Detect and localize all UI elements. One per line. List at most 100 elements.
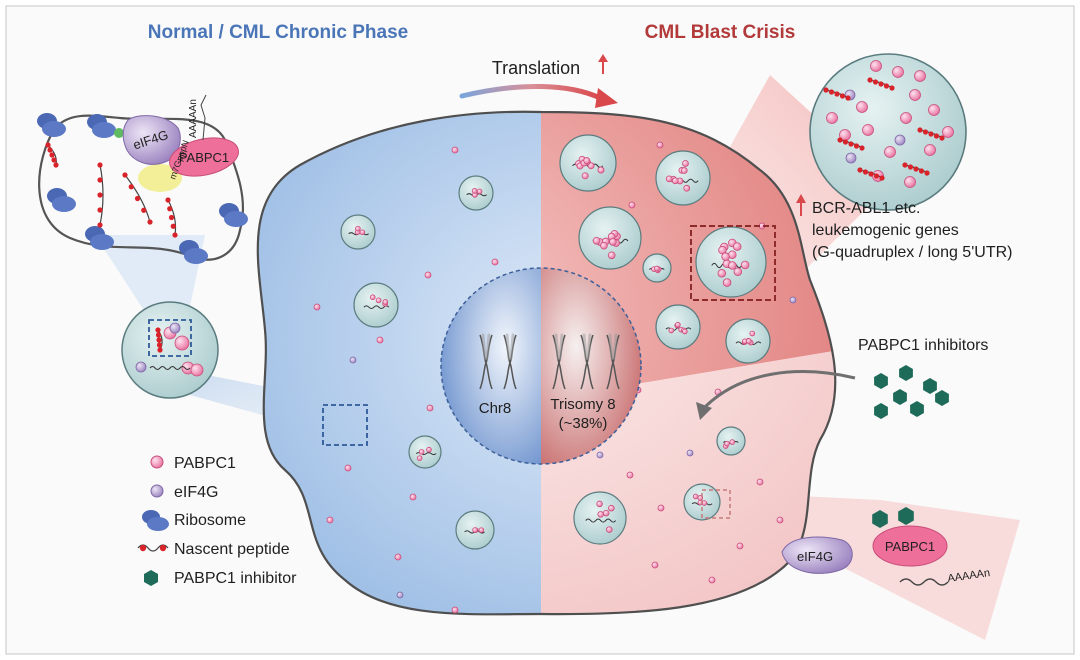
pabpc1-dot <box>424 271 432 279</box>
granule <box>408 435 442 469</box>
pabpc1-dot <box>478 527 485 533</box>
eif4g-dot <box>789 296 797 304</box>
pabpc1-dot <box>671 177 679 185</box>
legend-label: PABPC1 <box>174 455 236 472</box>
eif4g-protein <box>122 115 181 165</box>
chr8-label: Chr8 <box>479 400 512 417</box>
ribosome-icon <box>85 226 114 250</box>
ribosome-icon <box>37 113 66 137</box>
pabpc1-dot <box>654 265 660 272</box>
nucleus: Chr8 Trisomy 8 (~38%) <box>440 267 642 465</box>
inhibitors-label: PABPC1 inhibitors <box>858 337 988 354</box>
chromosome <box>552 333 566 390</box>
pabpc1-dot <box>150 455 164 469</box>
eif4g-dot <box>150 484 164 498</box>
pabpc1-dot <box>344 464 352 472</box>
hexagon-icon <box>923 378 937 394</box>
pabpc1-dot <box>746 338 752 344</box>
nascent-peptide <box>97 162 104 228</box>
eif4g-free-protein <box>781 536 853 574</box>
mrna-strand <box>149 366 191 370</box>
pabpc1-dot <box>900 112 912 124</box>
granule <box>695 226 767 298</box>
left-header: Normal / CML Chronic Phase <box>148 22 408 43</box>
pabpc1-dot <box>471 188 478 194</box>
nascent-peptide <box>45 142 59 168</box>
mrna-strand <box>363 305 390 310</box>
nucleus-half-normal <box>441 268 541 464</box>
ribosome-icon <box>219 203 248 227</box>
pabpc1-dot <box>656 141 664 149</box>
granule <box>340 214 376 250</box>
nascent-peptide <box>165 197 178 238</box>
pabpc1-inhibitors-group: PABPC1 inhibitors <box>696 337 988 420</box>
selection-box-right <box>690 225 776 301</box>
eif4g-dot <box>894 134 906 146</box>
chromosome <box>479 333 493 390</box>
pabpc1-dot <box>626 471 634 479</box>
nascent-peptide <box>867 77 895 91</box>
pabpc1-dot <box>426 404 434 412</box>
bound-inhibitors <box>872 507 914 528</box>
eif4g-dot <box>169 322 181 334</box>
pabpc1-dot <box>596 500 603 508</box>
pabpc1-dot <box>597 166 605 174</box>
granule <box>578 206 642 270</box>
nascent-peptide <box>917 127 945 141</box>
pabpc1-dot <box>914 70 926 82</box>
pabpc1-dot <box>592 236 601 245</box>
legend-item: PABPC1 <box>150 455 236 472</box>
pabpc1-dot <box>776 516 784 524</box>
chromosomes <box>479 333 620 390</box>
nascent-peptide <box>837 137 865 151</box>
legend-item: PABPC1 inhibitor <box>144 570 297 587</box>
granule <box>559 134 617 192</box>
granule <box>655 304 701 350</box>
pabpc1-dot <box>722 278 732 287</box>
ribosome-icon <box>179 240 208 264</box>
pabpc1-dot <box>682 328 688 335</box>
translation-label: Translation <box>492 58 580 78</box>
pabpc1-dot <box>862 124 874 136</box>
nucleus-envelope <box>440 267 642 465</box>
pabpc1-dot <box>355 225 361 232</box>
pabpc1-dot <box>190 363 204 377</box>
hexagon-icon <box>874 373 888 389</box>
callout-line-1: BCR-ABL1 etc. <box>812 200 920 217</box>
inhibitor-hexagons <box>874 365 949 419</box>
pabpc1-dot <box>728 261 737 270</box>
hexagon-icon <box>144 570 158 586</box>
eif4g-dot <box>596 451 604 459</box>
pabpc1-dot <box>491 258 499 266</box>
ribosome-icon <box>87 114 116 138</box>
cap-highlight <box>138 164 182 192</box>
pabpc1-dot <box>892 66 904 78</box>
nascent-peptide <box>823 87 851 101</box>
polya-bottom-label: AAAAAn <box>947 567 991 585</box>
pabpc1-dot <box>376 336 384 344</box>
pabpc1-dot <box>657 504 665 512</box>
cell-half-normal <box>257 111 541 615</box>
eif4g-dot <box>135 361 147 373</box>
up-arrow-icon <box>598 54 608 74</box>
mrna-strand <box>899 578 949 586</box>
selection-box-left <box>322 404 368 446</box>
nascent-peptide <box>122 172 153 225</box>
legend-item: eIF4G <box>150 484 218 501</box>
pabpc1-dot <box>326 516 334 524</box>
pabpc1-dot <box>736 542 744 550</box>
nascent-peptide <box>902 162 930 176</box>
callout-line-3: (G-quadruplex / long 5'UTR) <box>812 244 1012 261</box>
eif4g-dot <box>349 356 357 364</box>
granule <box>573 491 627 545</box>
pabpc1-dot <box>924 144 936 156</box>
pabpc1-dot <box>313 303 321 311</box>
mrna-strand <box>585 518 617 523</box>
pabpc1-dot <box>600 241 608 250</box>
chromosome <box>503 333 517 390</box>
callout-leukemogenic: BCR-ABL1 etc. leukemogenic genes (G-quad… <box>796 194 1012 261</box>
hexagon-icon <box>898 507 914 525</box>
pabpc1-dot <box>683 184 691 192</box>
pabpc1-dot <box>680 167 688 174</box>
